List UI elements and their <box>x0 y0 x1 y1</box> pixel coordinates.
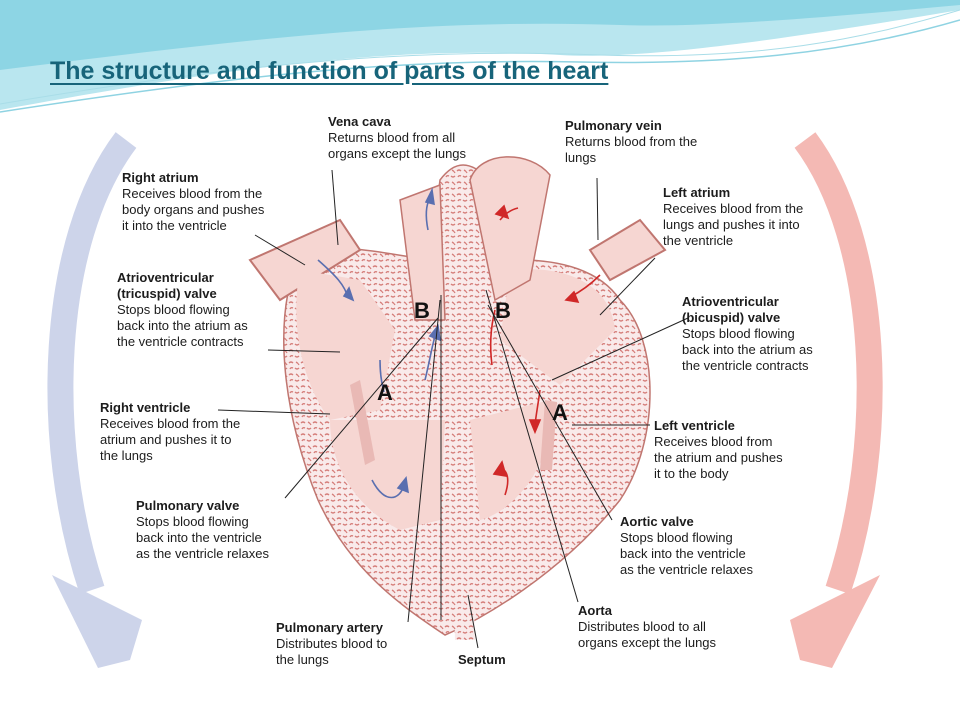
deoxygenated-circulation-arrow <box>47 132 142 668</box>
oxygenated-circulation-arrow <box>790 132 883 668</box>
label-left-ventricle-title: Left ventricle <box>654 418 735 433</box>
label-vena-cava: Vena cava Returns blood from all organs … <box>328 114 466 162</box>
label-bicuspid-valve-desc: Stops blood flowing back into the atrium… <box>682 326 813 373</box>
slide-header-wave <box>0 0 960 113</box>
label-left-atrium: Left atrium Receives blood from the lung… <box>663 185 803 249</box>
heart-diagram: Right atrium Receives blood from the bod… <box>0 100 960 720</box>
label-pulmonary-vein-desc: Returns blood from the lungs <box>565 134 698 165</box>
label-right-ventricle: Right ventricle Receives blood from the … <box>100 400 240 464</box>
label-right-ventricle-desc: Receives blood from the atrium and pushe… <box>100 416 241 463</box>
label-pulmonary-valve-title: Pulmonary valve <box>136 498 240 513</box>
label-tricuspid-valve-title: Atrioventricular (tricuspid) valve <box>117 270 217 301</box>
marker-b-right: B <box>495 298 511 323</box>
label-pulmonary-valve: Pulmonary valve Stops blood flowing back… <box>136 498 269 562</box>
label-aorta-title: Aorta <box>578 603 612 618</box>
marker-b-left: B <box>414 298 430 323</box>
label-aorta-desc: Distributes blood to all organs except t… <box>578 619 717 650</box>
label-right-atrium-desc: Receives blood from the body organs and … <box>122 186 265 233</box>
leader-lines <box>217 169 689 649</box>
slide-title: The structure and function of parts of t… <box>50 57 609 85</box>
label-septum: Septum <box>458 652 506 668</box>
label-right-atrium-title: Right atrium <box>122 170 199 185</box>
label-left-atrium-title: Left atrium <box>663 185 731 200</box>
label-bicuspid-valve-title: Atrioventricular (bicuspid) valve <box>682 294 781 325</box>
label-pulmonary-valve-desc: Stops blood flowing back into the ventri… <box>136 514 269 561</box>
label-right-ventricle-title: Right ventricle <box>100 400 191 415</box>
marker-a-right: A <box>552 400 568 425</box>
label-aortic-valve: Aortic valve Stops blood flowing back in… <box>620 514 753 578</box>
label-aorta: Aorta Distributes blood to all organs ex… <box>578 603 716 651</box>
marker-a-left: A <box>377 380 393 405</box>
label-pulmonary-vein: Pulmonary vein Returns blood from the lu… <box>565 118 697 166</box>
label-left-atrium-desc: Receives blood from the lungs and pushes… <box>663 201 804 248</box>
label-left-ventricle-desc: Receives blood from the atrium and pushe… <box>654 434 783 481</box>
label-pulmonary-artery-desc: Distributes blood to the lungs <box>276 636 388 667</box>
label-vena-cava-desc: Returns blood from all organs except the… <box>328 130 467 161</box>
label-bicuspid-valve: Atrioventricular (bicuspid) valve Stops … <box>682 294 813 374</box>
label-tricuspid-valve-desc: Stops blood flowing back into the atrium… <box>117 302 248 349</box>
heart-illustration <box>47 132 883 668</box>
label-pulmonary-artery-title: Pulmonary artery <box>276 620 383 635</box>
label-vena-cava-title: Vena cava <box>328 114 391 129</box>
label-aortic-valve-desc: Stops blood flowing back into the ventri… <box>620 530 753 577</box>
label-septum-title: Septum <box>458 652 506 667</box>
label-pulmonary-vein-title: Pulmonary vein <box>565 118 662 133</box>
label-tricuspid-valve: Atrioventricular (tricuspid) valve Stops… <box>117 270 248 350</box>
label-pulmonary-artery: Pulmonary artery Distributes blood to th… <box>276 620 387 668</box>
label-aortic-valve-title: Aortic valve <box>620 514 694 529</box>
label-right-atrium: Right atrium Receives blood from the bod… <box>122 170 264 234</box>
heart-body <box>248 156 667 640</box>
label-left-ventricle: Left ventricle Receives blood from the a… <box>654 418 783 482</box>
